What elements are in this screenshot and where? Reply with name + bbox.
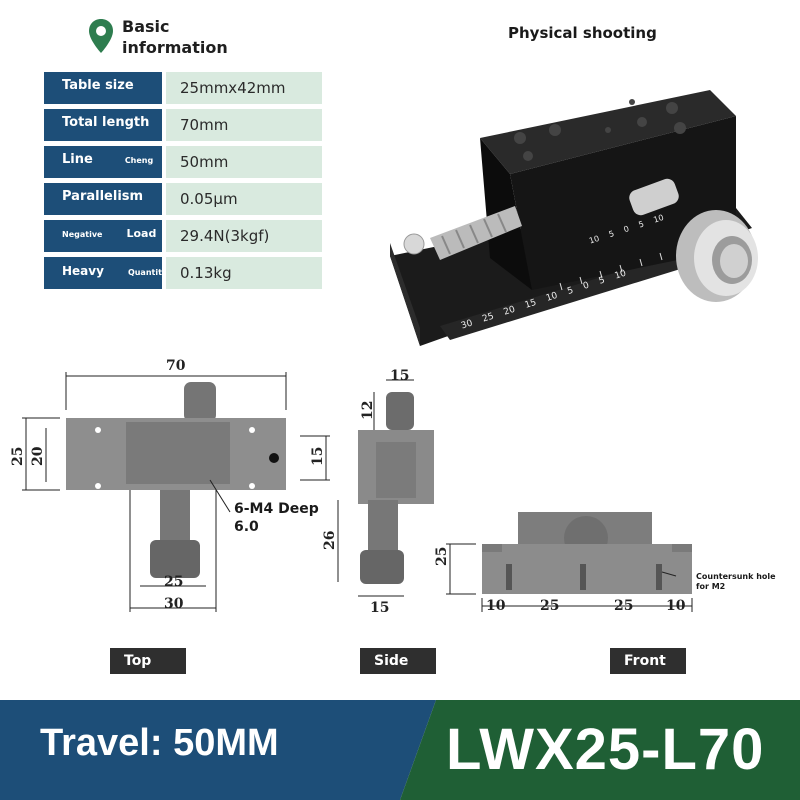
dim-top-length: 70 (166, 358, 186, 374)
technical-drawings: 70 25 20 25 30 15 12 15 26 15 (10, 358, 693, 616)
top-view-label: Top (110, 648, 186, 674)
tapped-hole-callout: 6-M4 Deep 6.0 (234, 501, 319, 535)
spec-label: Table size (44, 72, 162, 104)
countersunk-callout: Countersunk hole for M2 (696, 572, 776, 591)
dim-side-depth: 26 (322, 531, 338, 550)
dim-front-d3: 25 (614, 598, 633, 614)
spec-value: 50mm (166, 146, 322, 178)
dim-top-h-outer: 25 (10, 447, 26, 466)
spec-value: 25mmx42mm (166, 72, 322, 104)
photo-title: Physical shooting (508, 24, 657, 42)
spec-value: 29.4N(3kgf) (166, 220, 322, 252)
dim-top-w-inner: 25 (164, 574, 183, 590)
spec-value: 0.13kg (166, 257, 322, 289)
dim-front-height: 25 (434, 547, 450, 566)
dim-front-d2: 25 (540, 598, 559, 614)
front-view-drawing: 25 10 25 25 10 (434, 512, 693, 614)
spec-label: Total length (44, 109, 162, 141)
dim-side-bottom: 15 (370, 600, 389, 616)
basic-information-title: Basic information (122, 17, 228, 57)
location-pin-icon (89, 19, 113, 53)
spec-value: 70mm (166, 109, 322, 141)
dim-front-d1: 10 (486, 598, 506, 614)
dim-front-d4: 10 (666, 598, 686, 614)
bottom-banner (0, 700, 800, 800)
spec-row-table-size: Table size 25mmx42mm (44, 72, 322, 104)
side-view-drawing: 15 12 15 26 15 (300, 368, 434, 616)
product-photo (390, 90, 758, 346)
spec-row-total-length: Total length 70mm (44, 109, 322, 141)
dim-top-w-outer: 30 (164, 596, 184, 612)
dim-side-right: 15 (310, 447, 326, 466)
top-view-drawing: 70 25 20 25 30 (10, 358, 287, 612)
spec-value: 0.05μm (166, 183, 322, 215)
spec-label: Parallelism (44, 183, 162, 215)
front-view-label: Front (610, 648, 686, 674)
banner-left-panel (0, 700, 436, 800)
dim-top-h-inner: 20 (30, 446, 46, 466)
banner-right-panel (400, 700, 800, 800)
side-view-label: Side (360, 648, 436, 674)
dim-side-top: 15 (390, 368, 409, 384)
travel-text: Travel: 50MM (40, 722, 279, 764)
model-text: LWX25-L70 (446, 717, 765, 782)
dim-side-knob: 12 (360, 401, 376, 420)
spec-row-parallelism: Parallelism 0.05μm (44, 183, 322, 215)
